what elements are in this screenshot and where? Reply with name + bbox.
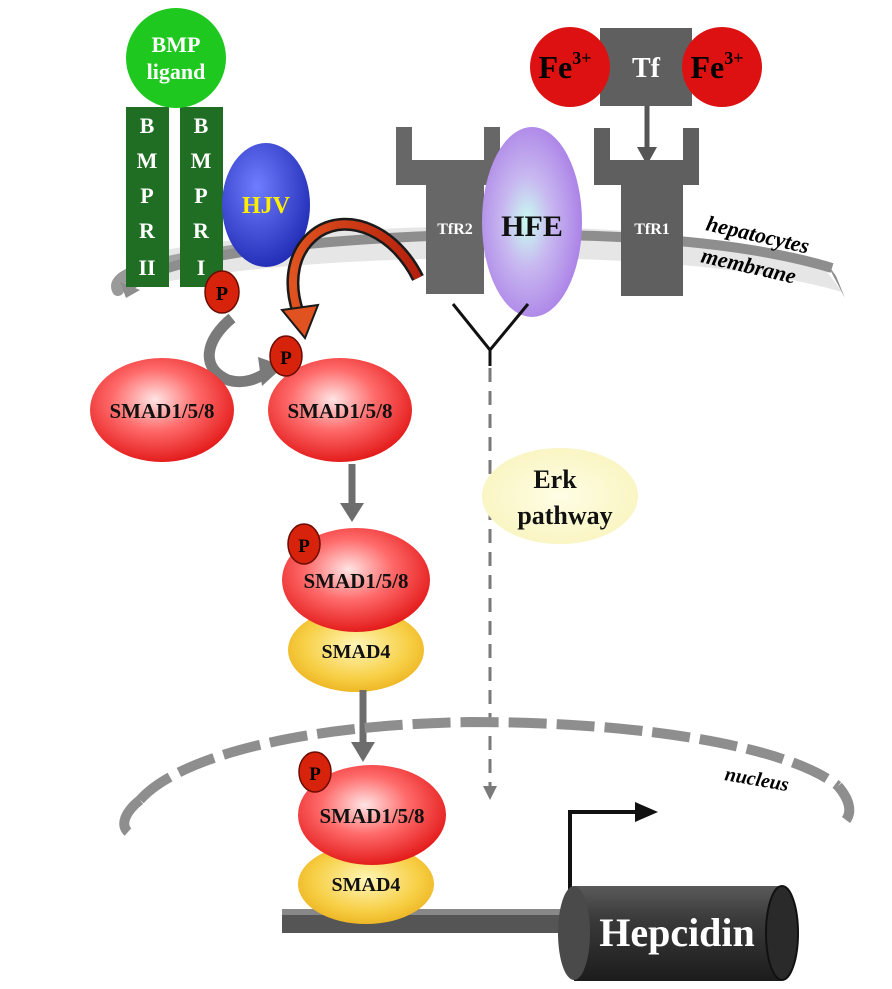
smad4-label: SMAD4: [332, 874, 401, 896]
phospho-label: P: [216, 283, 228, 305]
nuclear-membrane: nucleus: [119, 716, 855, 836]
bmpr1-letter: I: [197, 255, 206, 280]
y-branch-signal: [451, 303, 530, 366]
bmpr2-letter: B: [140, 113, 155, 138]
transcription-start-arrow: [568, 802, 658, 905]
nucleus-label: nucleus: [723, 763, 791, 796]
smad158-label: SMAD1/5/8: [320, 804, 425, 828]
bmpr1-letter: R: [193, 218, 210, 243]
bmp-ligand-label-line1: BMP: [152, 32, 201, 57]
hjv-protein: HJV: [222, 143, 310, 267]
bmpr2-letter: R: [139, 218, 156, 243]
bmpr1-receptor: B M P R I: [180, 107, 223, 287]
phospho-label: P: [280, 348, 292, 369]
erk-dashed-arrow: [483, 368, 497, 800]
tfr1-label: TfR1: [634, 221, 670, 238]
hepcidin-label: Hepcidin: [599, 910, 755, 955]
phospho-label: P: [309, 764, 321, 785]
bmp-ligand-label-line2: ligand: [147, 59, 206, 84]
smad158-label: SMAD1/5/8: [110, 399, 215, 423]
fe-right-label: Fe3+: [690, 48, 743, 85]
bmpr1-letter: M: [191, 148, 212, 173]
tf-to-tfr1-arrow: [637, 106, 657, 165]
smad158-label: SMAD1/5/8: [304, 569, 409, 593]
hepcidin-gene: Hepcidin: [558, 885, 799, 981]
curved-activation-arrow: [280, 217, 424, 340]
bmpr2-letter: M: [137, 148, 158, 173]
transferrin-complex: Fe3+ Tf Fe3+: [530, 27, 762, 107]
smad158-label: SMAD1/5/8: [288, 399, 393, 423]
phospho-label: P: [298, 536, 310, 557]
bmpr1-letter: B: [194, 113, 209, 138]
smad158-phosphorylated: SMAD1/5/8 P: [268, 335, 412, 462]
tfr1-receptor: TfR1: [594, 128, 699, 296]
erk-label-line2: pathway: [517, 501, 612, 530]
tf-label: Tf: [632, 53, 661, 84]
erk-label-line1: Erk: [533, 465, 577, 494]
fe-left-label: Fe3+: [538, 48, 591, 85]
smad4-label: SMAD4: [322, 641, 391, 663]
tfr2-receptor: TfR2: [396, 127, 500, 294]
bmpr1-letter: P: [194, 183, 207, 208]
phospho-marker-receptor: P: [204, 270, 240, 314]
tfr2-label: TfR2: [437, 221, 473, 238]
hfe-label: HFE: [501, 210, 563, 243]
bmpr2-letter: II: [138, 255, 155, 280]
smad-complex-nucleus: SMAD4 SMAD1/5/8 P: [298, 751, 446, 924]
complex-to-nucleus-arrow: [351, 690, 375, 762]
smad-complex-cytoplasm: SMAD4 SMAD1/5/8 P: [282, 523, 430, 692]
bmpr2-receptor: B M P R II: [126, 107, 169, 287]
smad-to-complex-arrow: [340, 464, 364, 522]
bmpr2-letter: P: [140, 183, 153, 208]
hfe-protein: HFE: [482, 127, 582, 317]
smad158-unphosphorylated: SMAD1/5/8: [90, 358, 234, 462]
hjv-label: HJV: [242, 193, 291, 219]
bmp-ligand: BMP ligand: [126, 8, 226, 108]
erk-pathway: Erk pathway: [482, 448, 638, 544]
